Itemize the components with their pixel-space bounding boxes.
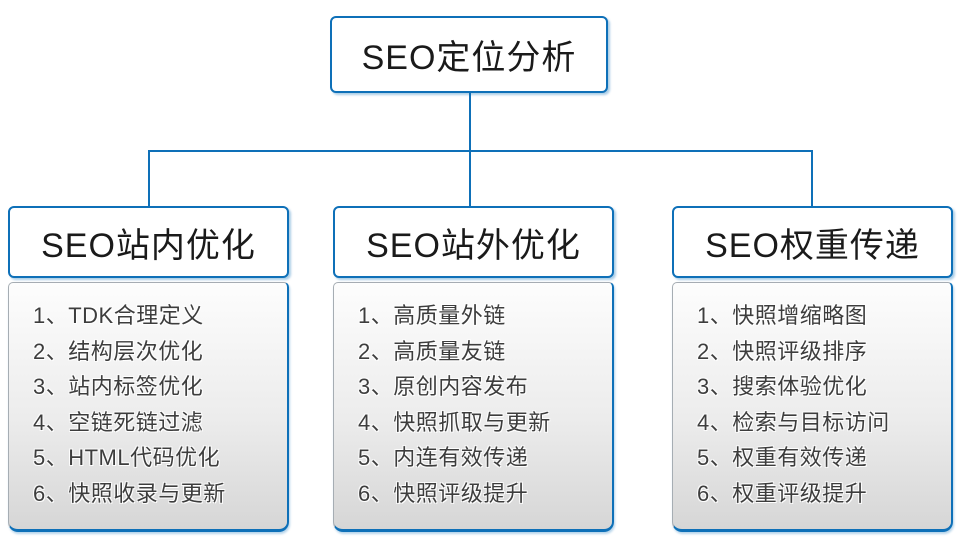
root-node: SEO定位分析 xyxy=(330,16,608,93)
list-item: 1、高质量外链 xyxy=(358,303,506,328)
branch-offsite-header: SEO站外优化 xyxy=(333,206,614,278)
list-item: 5、HTML代码优化 xyxy=(33,445,221,470)
connector-branch2-vertical xyxy=(469,150,471,207)
list-item: 3、站内标签优化 xyxy=(33,374,204,399)
connector-branch3-vertical xyxy=(811,150,813,207)
list-item: 6、快照收录与更新 xyxy=(33,480,226,506)
list-item: 3、原创内容发布 xyxy=(358,374,529,399)
list-item: 4、空链死链过滤 xyxy=(33,409,204,435)
connector-horizontal xyxy=(148,150,813,152)
connector-branch1-vertical xyxy=(148,150,150,207)
branch-offsite-optimization: SEO站外优化 1、高质量外链 2、高质量友链 3、原创内容发布 4、快照抓取与… xyxy=(333,206,614,532)
list-item: 6、权重评级提升 xyxy=(697,480,868,506)
branch-onsite-optimization: SEO站内优化 1、TDK合理定义 2、结构层次优化 3、站内标签优化 4、空链… xyxy=(8,206,289,532)
list-item: 2、快照评级排序 xyxy=(697,338,868,364)
branch-weight-title: SEO权重传递 xyxy=(705,226,920,265)
branch-onsite-header: SEO站内优化 xyxy=(8,206,289,278)
list-item: 4、检索与目标访问 xyxy=(697,409,890,435)
branch-onsite-title: SEO站内优化 xyxy=(41,226,256,265)
branch-weight-panel: 1、快照增缩略图 2、快照评级排序 3、搜索体验优化 4、检索与目标访问 5、权… xyxy=(672,282,953,532)
branch-onsite-panel: 1、TDK合理定义 2、结构层次优化 3、站内标签优化 4、空链死链过滤 5、H… xyxy=(8,282,289,532)
list-item: 1、TDK合理定义 xyxy=(33,303,204,328)
branch-offsite-title: SEO站外优化 xyxy=(366,226,581,265)
list-item: 1、快照增缩略图 xyxy=(697,303,868,328)
list-item: 4、快照抓取与更新 xyxy=(358,409,551,435)
connector-root-vertical xyxy=(469,93,471,151)
branch-weight-transfer: SEO权重传递 1、快照增缩略图 2、快照评级排序 3、搜索体验优化 4、检索与… xyxy=(672,206,953,532)
list-item: 5、权重有效传递 xyxy=(697,445,868,470)
list-item: 6、快照评级提升 xyxy=(358,480,529,506)
list-item: 2、结构层次优化 xyxy=(33,338,204,364)
list-item: 2、高质量友链 xyxy=(358,338,506,364)
list-item: 5、内连有效传递 xyxy=(358,445,529,470)
branch-offsite-panel: 1、高质量外链 2、高质量友链 3、原创内容发布 4、快照抓取与更新 5、内连有… xyxy=(333,282,614,532)
branch-weight-header: SEO权重传递 xyxy=(672,206,953,278)
root-node-title: SEO定位分析 xyxy=(361,39,577,77)
list-item: 3、搜索体验优化 xyxy=(697,374,868,399)
